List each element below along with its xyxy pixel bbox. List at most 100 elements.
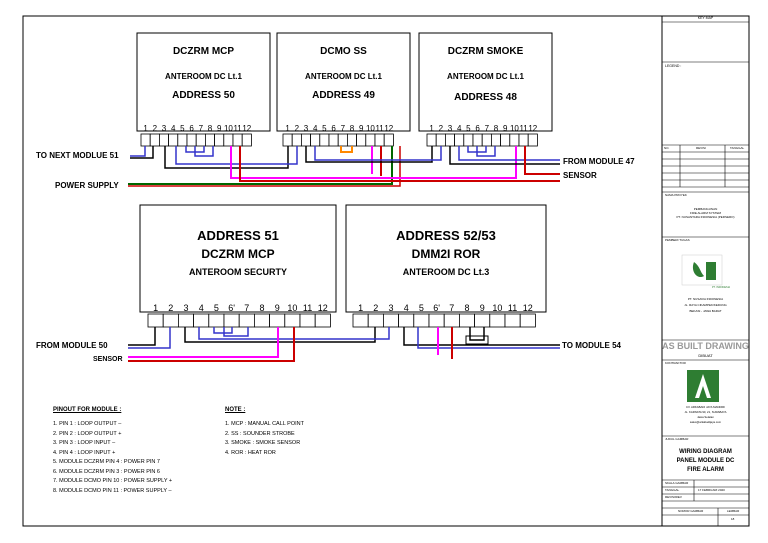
pin-number: 4 [404, 303, 409, 313]
pin-number: 7 [449, 303, 454, 313]
pin-number: 6 [189, 124, 194, 133]
pin-number: 4 [313, 124, 318, 133]
tb-consultant-label: KONTRAKTOR [665, 361, 686, 365]
terminal-cell [284, 313, 301, 328]
tb-sheet-label: LEMBAR [727, 509, 740, 513]
terminal-cell [168, 133, 179, 147]
terminal-cell [299, 313, 316, 328]
label-sensor-bottom: SENSOR [93, 356, 123, 363]
module-box-address-52-53 [345, 204, 547, 313]
pinout-item: 4. PIN 4 : LOOP INPUT + [53, 449, 116, 456]
label-power-supply: POWER SUPPLY [55, 181, 119, 190]
tb-company-line: PT. NUSAVIA INDONESIA [687, 297, 724, 301]
terminal-cell [162, 313, 179, 328]
pinout-title: PINOUT FOR MODULE : [53, 407, 122, 413]
terminal-cell [291, 133, 302, 147]
pin-number: 9 [275, 303, 280, 313]
terminal-cell [365, 133, 376, 147]
pin-number: 3 [304, 124, 309, 133]
pinout-item: 1. PIN 1 : LOOP OUTPUT – [53, 421, 122, 427]
pin-number: 2 [168, 303, 173, 313]
label-from-module-50: FROM MODULE 50 [36, 341, 108, 350]
pin-number: 7 [199, 124, 204, 133]
terminal-cell [140, 133, 151, 147]
terminal-cell [367, 313, 384, 328]
tb-revision-label: REVISI/REV [665, 495, 682, 499]
pin-number: 8 [208, 124, 213, 133]
pin-number: 6 [331, 124, 336, 133]
terminal-cell [328, 133, 339, 147]
terminal-cell [300, 133, 311, 147]
wires-bottom [128, 327, 560, 362]
terminal-cell [383, 133, 394, 147]
pinout-item: 6. MODULE DCZRM PIN 3 : POWER PIN 6 [53, 468, 160, 475]
tb-as-built: AS BUILT DRAWING [662, 341, 749, 351]
terminal-cell [398, 313, 415, 328]
terminal-cell [177, 133, 188, 147]
tb-date-label: TANGGAL [665, 488, 680, 492]
pin-number: 5 [322, 124, 327, 133]
module-51-address: ADDRESS 51 [197, 228, 279, 243]
pin-number: 9 [503, 124, 508, 133]
label-from-module-47: FROM MODULE 47 [563, 157, 635, 166]
tb-rev-tanggal: TANGGAL [730, 146, 745, 150]
terminal-cell [518, 133, 529, 147]
module-box-address-49 [276, 32, 411, 132]
pin-number: 12 [528, 124, 537, 133]
tb-rev-no: NO. [664, 146, 670, 150]
terminal-cell [504, 313, 521, 328]
tb-dibuat: DIBUAT [698, 353, 713, 358]
module-48-location: ANTEROOM DC Lt.1 [447, 72, 524, 81]
module-box-address-50 [136, 32, 271, 132]
terminal-cell [147, 313, 164, 328]
tb-company-logo-text: PT. INDONESIA [712, 286, 731, 289]
terminal-cell [238, 313, 255, 328]
pin-number: 8 [494, 124, 499, 133]
tb-company-line: JL. RAYA CIKAMPEK/KEDUNG [684, 303, 727, 307]
tb-consultant-line: JL. KARNATA 90, 21, SURABAYA [684, 410, 727, 414]
terminal-cell [214, 133, 225, 147]
pin-number: 3 [162, 124, 167, 133]
terminal-cell [253, 313, 270, 328]
pin-number: 9 [480, 303, 485, 313]
terminal-cell [454, 133, 465, 147]
pin-number: 2 [295, 124, 300, 133]
pin-number: 11 [233, 124, 242, 133]
module-50-location: ANTEROOM DC Lt.1 [165, 72, 242, 81]
tb-date-value: 17 FEBRUARI 2020 [698, 488, 725, 492]
pin-number: 4 [199, 303, 204, 313]
tb-company: PT. NUSAVIA INDONESIA JL. RAYA CIKAMPEK/… [662, 296, 749, 314]
terminal-cell [204, 133, 215, 147]
note-item: 3. SMOKE : SMOKE SENSOR [225, 440, 301, 446]
terminal-cell [474, 313, 491, 328]
module-48-name: DCZRM SMOKE [447, 46, 524, 57]
module-box-address-48 [418, 32, 553, 132]
pin-number: 11 [519, 124, 528, 133]
pin-number: 5 [214, 303, 219, 313]
module-box-address-51 [139, 204, 337, 313]
note-item: 4. ROR : HEAT ROR [225, 449, 276, 456]
tb-consultant: CV. ARKABADI JAYA MANDIRI JL. KARNATA 90… [662, 405, 749, 425]
pin-number: 12 [523, 303, 533, 313]
pin-number: 6' [433, 303, 440, 313]
consultant-logo [687, 370, 719, 402]
tb-owner-line: FIRE ALARM SYSTEM [689, 211, 721, 215]
terminal-cell [444, 133, 455, 147]
pin-number: 3 [448, 124, 453, 133]
sheet-border [22, 15, 750, 527]
module-49-address: ADDRESS 49 [312, 90, 375, 101]
module-48-address: ADDRESS 48 [454, 92, 517, 103]
tb-scale-label: SKALA GAMBAR [665, 481, 689, 485]
terminal-cell [374, 133, 385, 147]
pin-number: 6 [475, 124, 480, 133]
module-50-address: ADDRESS 50 [172, 90, 235, 101]
module-50-name: DCZRM MCP [172, 46, 235, 57]
pin-number: 4 [457, 124, 462, 133]
tb-rev-revisi: REVISI [696, 146, 706, 150]
tb-drawing-label: JUDUL GAMBAR [665, 437, 689, 441]
company-logo [681, 254, 723, 286]
tb-consultant-line: CV. ARKABADI JAYA MANDIRI [686, 405, 725, 409]
